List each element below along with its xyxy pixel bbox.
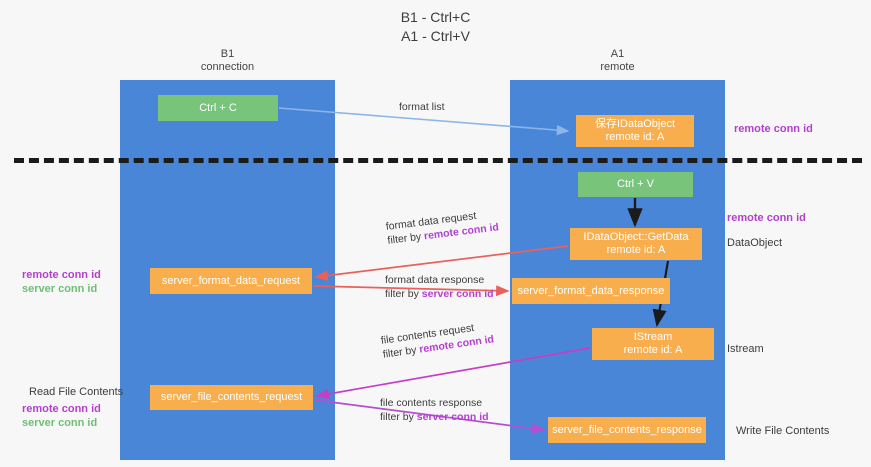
node-server-format-data-request-label: server_format_data_request (161, 274, 301, 287)
node-server-file-contents-response[interactable]: server_file_contents_response (548, 417, 706, 443)
node-ctrl-v-label: Ctrl + V (617, 178, 654, 190)
lane-b1-name: B1 (220, 48, 235, 60)
node-istream[interactable]: IStream remote id: A (592, 328, 714, 360)
edge-label-format-list: format list (399, 100, 445, 114)
lane-a1-name: A1 (610, 48, 625, 60)
node-save-idataobject[interactable]: 保存IDataObject remote id: A (576, 115, 694, 147)
node-istream-title: IStream (633, 331, 673, 343)
node-server-format-data-request[interactable]: server_format_data_request (150, 268, 312, 294)
lane-header-a1: A1 remote (510, 48, 725, 74)
page-title: B1 - Ctrl+C A1 - Ctrl+V (0, 8, 871, 46)
edge-label-file-contents-response-filter: filter by server conn id (380, 410, 489, 424)
annotation-server-conn-id-2: server conn id (22, 417, 98, 429)
annotation-dataobject: DataObject (727, 237, 783, 249)
node-idataobject-getdata[interactable]: IDataObject::GetData remote id: A (570, 228, 702, 260)
edge-label-format-data-response-text: format data response (385, 274, 485, 286)
edge-label-format-data-response-filter: filter by server conn id (385, 287, 494, 301)
edge-label-file-contents-response-text: file contents response (380, 397, 483, 409)
annotation-left-conn-ids-bottom: remote conn id server conn id (22, 402, 101, 430)
node-ctrl-v[interactable]: Ctrl + V (578, 172, 693, 197)
node-getdata-title: IDataObject::GetData (583, 231, 689, 243)
node-save-idataobject-id: remote id: A (605, 131, 665, 143)
node-save-idataobject-title: 保存IDataObject (594, 118, 676, 130)
node-server-format-data-response[interactable]: server_format_data_response (512, 278, 670, 304)
connector-format-data-request (314, 245, 569, 281)
title-line-1: B1 - Ctrl+C (400, 9, 471, 25)
annotation-write-file-contents: Write File Contents (736, 425, 830, 437)
annotation-server-conn-id-1: server conn id (22, 283, 98, 295)
node-ctrl-c[interactable]: Ctrl + C (158, 95, 278, 121)
filter-prefix: filter by (385, 288, 422, 300)
node-server-file-contents-response-label: server_file_contents_response (552, 423, 702, 436)
edge-label-format-list-text: format list (399, 101, 445, 113)
connector-file-contents-response (314, 399, 546, 434)
annotation-remote-conn-id-1: remote conn id (22, 269, 101, 281)
node-istream-id: remote id: A (623, 344, 683, 356)
annotation-left-conn-ids-top: remote conn id server conn id (22, 268, 101, 296)
filter-key-server-conn-id: server conn id (421, 288, 494, 300)
edge-label-format-data-response: format data response filter by server co… (385, 273, 494, 301)
node-server-file-contents-request[interactable]: server_file_contents_request (150, 385, 313, 410)
annotation-remote-conn-id-2: remote conn id (22, 403, 101, 415)
lane-a1-role: remote (600, 61, 635, 73)
filter-prefix: filter by (380, 411, 417, 423)
node-server-file-contents-request-label: server_file_contents_request (160, 391, 303, 403)
annotation-read-file-contents: Read File Contents (29, 386, 124, 398)
phase-divider (14, 158, 862, 163)
annotation-remote-conn-id-top: remote conn id (734, 123, 813, 135)
annotation-istream: Istream (727, 343, 764, 355)
lane-b1-role: connection (200, 61, 255, 73)
node-ctrl-c-label: Ctrl + C (199, 101, 237, 114)
annotation-remote-conn-id-mid: remote conn id (727, 212, 806, 224)
lane-header-b1: B1 connection (120, 48, 335, 74)
title-line-2: A1 - Ctrl+V (401, 28, 470, 44)
filter-key-server-conn-id: server conn id (416, 411, 489, 423)
connector-format-data-response (313, 285, 510, 297)
node-getdata-id: remote id: A (606, 244, 666, 256)
connector-file-contents-request (315, 347, 591, 400)
connector-format-list (278, 107, 570, 136)
edge-label-file-contents-response: file contents response filter by server … (380, 396, 489, 424)
node-server-format-data-response-label: server_format_data_response (517, 284, 665, 297)
